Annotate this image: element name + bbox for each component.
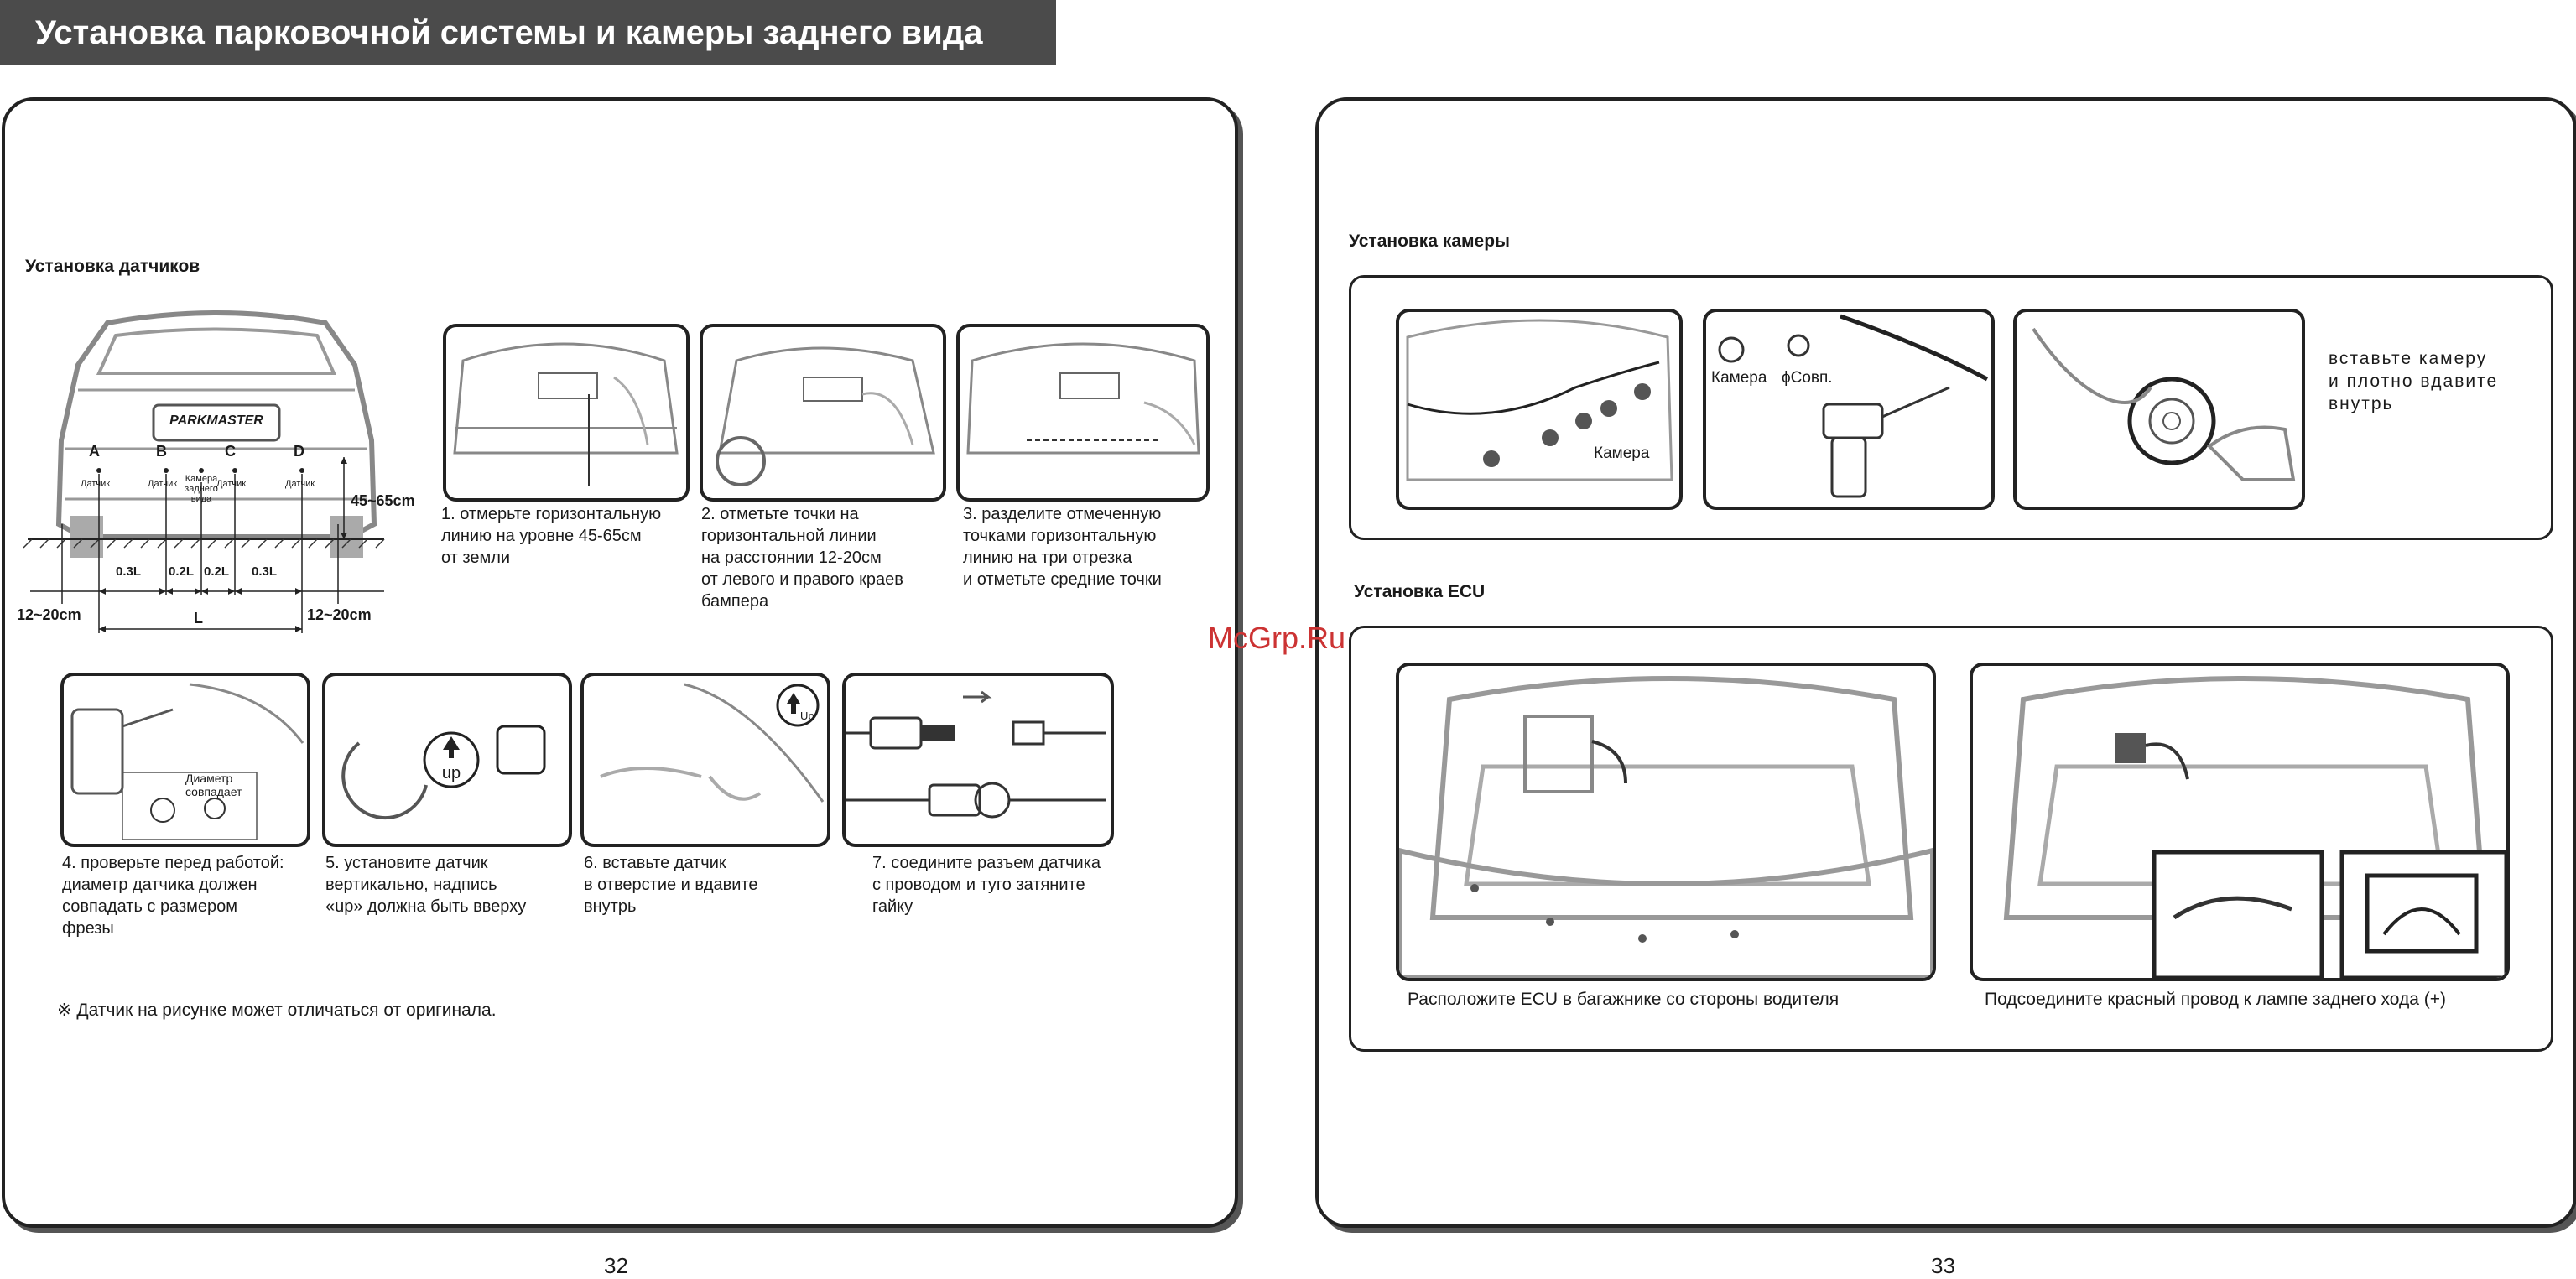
up-marker-label: up bbox=[441, 764, 461, 782]
segment-label-2: 0.2L bbox=[169, 564, 195, 579]
step6-illustration: Up bbox=[580, 673, 830, 847]
camera-install-panel bbox=[1349, 275, 2553, 540]
step1-caption: 1. отмерьте горизонтальную линию на уров… bbox=[441, 505, 662, 567]
height-range-label: 45~65cm bbox=[351, 492, 415, 509]
ecu-caption-right: Подсоедините красный провод к лампе задн… bbox=[1985, 990, 2446, 1009]
car-rear-diagram: PARKMASTER A B C D Датчик Датчик Камера … bbox=[15, 306, 415, 650]
ecu-trunk-illustration bbox=[1396, 663, 1936, 981]
left-page bbox=[2, 97, 1238, 1228]
camera-wiring-illustration: Камера bbox=[1396, 309, 1683, 510]
step2-illustration bbox=[700, 324, 946, 502]
sensor-section-title: Установка датчиков bbox=[25, 257, 200, 276]
sensor-label-d: Датчик bbox=[285, 479, 315, 489]
camera-section-title: Установка камеры bbox=[1349, 231, 1510, 251]
side-distance-right: 12~20cm bbox=[307, 606, 372, 623]
step4-caption: 4. проверьте перед работой: диаметр датч… bbox=[62, 854, 284, 938]
page-number-right: 33 bbox=[1931, 1253, 1955, 1278]
step7-caption: 7. соедините разъем датчика с проводом и… bbox=[872, 854, 1101, 916]
camera-label-2: Камера bbox=[1711, 369, 1767, 387]
watermark-text: McGrp.Ru bbox=[1208, 621, 1346, 655]
total-length-label: L bbox=[194, 610, 203, 627]
side-distance-left: 12~20cm bbox=[17, 606, 81, 623]
sensor-label-a: Датчик bbox=[81, 479, 111, 489]
camera-label-1: Камера bbox=[1594, 445, 1650, 462]
page-header-title: Установка парковочной системы и камеры з… bbox=[0, 0, 1056, 65]
camera-position-label: Камера заднего вида bbox=[185, 474, 218, 504]
ecu-section-title: Установка ECU bbox=[1354, 582, 1486, 601]
segment-label-4: 0.3L bbox=[252, 564, 278, 579]
camera-instruction: вставьте камеру и плотно вдавите внутрь bbox=[2329, 349, 2499, 413]
step3-caption: 3. разделите отмеченную точками горизонт… bbox=[963, 505, 1162, 589]
sensor-note: ※ Датчик на рисунке может отличаться от … bbox=[57, 1001, 497, 1020]
step6-caption: 6. вставьте датчик в отверстие и вдавите… bbox=[584, 854, 758, 916]
sensor-letter-c: C bbox=[225, 443, 236, 460]
page-number-left: 32 bbox=[604, 1253, 628, 1278]
step7-illustration bbox=[842, 673, 1114, 847]
ecu-wiring-illustration bbox=[1970, 663, 2510, 981]
step4-illustration: Диаметр совпадает bbox=[60, 673, 310, 847]
step5-caption: 5. установите датчик вертикально, надпис… bbox=[325, 854, 527, 916]
sensor-label-c: Датчик bbox=[216, 479, 247, 489]
camera-drill-illustration: Камера ϕСовп. bbox=[1703, 309, 1995, 510]
step5-illustration: up bbox=[322, 673, 572, 847]
ecu-caption-left: Расположите ECU в багажнике со стороны в… bbox=[1408, 990, 1840, 1009]
sensor-letter-b: B bbox=[156, 443, 167, 460]
step2-caption: 2. отметьте точки на горизонтальной лини… bbox=[701, 505, 903, 611]
step1-illustration bbox=[443, 324, 690, 502]
sensor-label-b: Датчик bbox=[148, 479, 178, 489]
segment-label-3: 0.2L bbox=[204, 564, 230, 579]
license-plate-text: PARKMASTER bbox=[169, 413, 263, 428]
match-label: ϕСовп. bbox=[1782, 369, 1833, 387]
up-marker-label-small: Up bbox=[800, 710, 814, 722]
sensor-letter-a: A bbox=[89, 443, 100, 460]
camera-insert-illustration bbox=[2013, 309, 2305, 510]
ecu-install-panel bbox=[1349, 626, 2553, 1052]
segment-label-1: 0.3L bbox=[116, 564, 142, 579]
sensor-letter-d: D bbox=[294, 443, 304, 460]
diameter-match-callout: Диаметр совпадает bbox=[185, 772, 242, 798]
step3-illustration bbox=[956, 324, 1210, 502]
